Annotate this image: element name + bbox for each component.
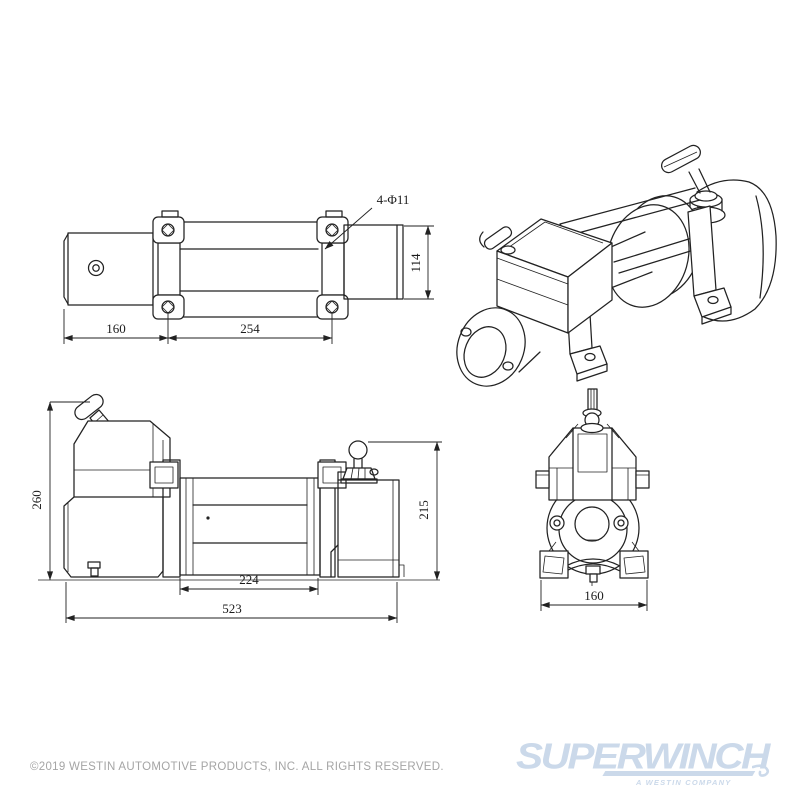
top-view-gear-housing (343, 224, 404, 300)
end-view-dimensions: 160 (540, 580, 648, 611)
side-view: 260 215 224 523 (29, 393, 442, 623)
iso-right-bracket (687, 205, 732, 325)
end-side-lugs (535, 470, 650, 489)
end-housing (548, 427, 637, 501)
top-view: 4-Φ11 160 254 114 (63, 192, 434, 344)
dim-160-top: 160 (106, 321, 126, 336)
side-clutch-lever-right (340, 440, 379, 484)
end-view: 160 (535, 388, 650, 611)
iso-box-lever (479, 226, 516, 255)
logo-tagline: A WESTIN COMPANY (636, 778, 732, 787)
copyright-text: ©2019 WESTIN AUTOMOTIVE PRODUCTS, INC. A… (30, 761, 444, 773)
dim-523: 523 (222, 601, 242, 616)
end-clutch-stem (565, 388, 620, 439)
holes-label: 4-Φ11 (377, 192, 410, 207)
logo-brand-text: SUPERWINCH (516, 736, 770, 777)
top-view-right-bracket (316, 210, 349, 320)
dim-215: 215 (416, 500, 431, 520)
side-drum (179, 477, 321, 576)
side-gear-housing (330, 471, 405, 578)
dim-160-end: 160 (584, 588, 604, 603)
dim-260: 260 (29, 490, 44, 510)
side-right-bracket (317, 459, 347, 578)
side-left-bracket (149, 459, 181, 578)
top-view-tie-bars (179, 221, 319, 318)
side-view-dimensions: 260 215 224 523 (29, 401, 442, 623)
logo-hook-icon (752, 764, 770, 777)
iso-motor-flange (456, 307, 541, 387)
top-view-left-bracket (152, 210, 185, 320)
side-motor (63, 496, 164, 578)
top-view-dimensions: 160 254 114 (63, 225, 434, 344)
dim-114: 114 (408, 253, 423, 273)
top-view-motor (63, 232, 154, 306)
isometric-view (456, 144, 777, 387)
iso-control-box (496, 218, 613, 334)
dim-254: 254 (240, 321, 260, 336)
end-base-and-feet (539, 541, 649, 586)
superwinch-logo: SUPERWINCH A WESTIN COMPANY (516, 736, 786, 792)
logo-underline (602, 771, 756, 776)
dim-224: 224 (239, 572, 259, 587)
end-bolts (549, 515, 629, 531)
top-view-holes-callout: 4-Φ11 (324, 192, 410, 250)
